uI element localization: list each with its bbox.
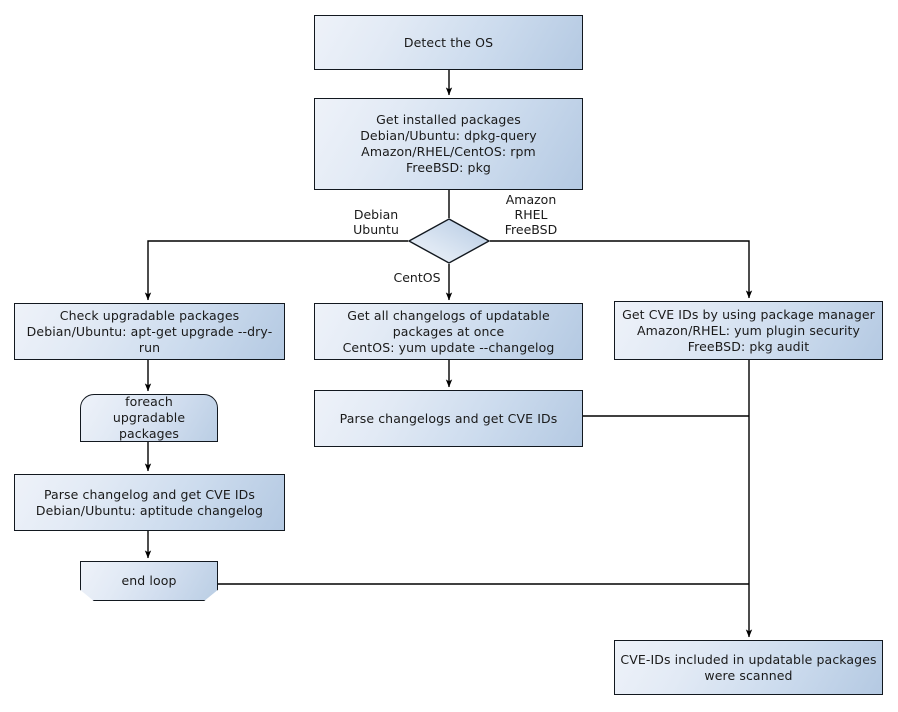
node-get-installed-packages[interactable]: Get installed packages Debian/Ubuntu: dp…	[314, 98, 583, 190]
edge-label-amazon-rhel-freebsd: Amazon RHEL FreeBSD	[504, 192, 558, 237]
node-parse-changelog-get-cve-ids-label: Parse changelog and get CVE IDs Debian/U…	[35, 486, 264, 518]
node-get-cve-ids-package-manager-label: Get CVE IDs by using package manager Ama…	[622, 306, 875, 354]
node-end-loop-label: end loop	[121, 573, 177, 588]
node-parse-changelogs-get-cve-ids-label: Parse changelogs and get CVE IDs	[339, 410, 558, 426]
node-parse-changelogs-get-cve-ids[interactable]: Parse changelogs and get CVE IDs	[314, 390, 583, 447]
node-scanned-result[interactable]: CVE-IDs included in updatable packages w…	[614, 640, 883, 695]
node-os-decision[interactable]	[407, 218, 491, 264]
node-foreach-upgradable-packages-label: foreach upgradable packages	[112, 394, 186, 441]
node-get-all-changelogs-label: Get all changelogs of updatable packages…	[342, 307, 555, 355]
node-check-upgradable-packages[interactable]: Check upgradable packages Debian/Ubuntu:…	[14, 303, 285, 360]
node-parse-changelog-get-cve-ids[interactable]: Parse changelog and get CVE IDs Debian/U…	[14, 474, 285, 531]
edge-decision-to-cve-pkgmgr	[490, 240, 753, 299]
node-scanned-result-label: CVE-IDs included in updatable packages w…	[620, 651, 877, 683]
node-foreach-upgradable-packages[interactable]: foreach upgradable packages	[80, 394, 218, 442]
edge-label-debian-ubuntu: Debian Ubuntu	[353, 207, 399, 237]
node-get-installed-packages-label: Get installed packages Debian/Ubuntu: dp…	[360, 112, 537, 175]
decision-diamond-shape	[407, 218, 491, 264]
node-detect-os-label: Detect the OS	[403, 34, 494, 50]
node-detect-os[interactable]: Detect the OS	[314, 15, 583, 70]
edge-decision-to-check-upgradable	[144, 240, 408, 301]
node-get-all-changelogs[interactable]: Get all changelogs of updatable packages…	[314, 303, 583, 360]
edge-label-centos: CentOS	[393, 270, 441, 285]
node-end-loop[interactable]: end loop	[80, 561, 218, 601]
node-get-cve-ids-package-manager[interactable]: Get CVE IDs by using package manager Ama…	[614, 301, 883, 360]
node-check-upgradable-packages-label: Check upgradable packages Debian/Ubuntu:…	[26, 307, 273, 355]
